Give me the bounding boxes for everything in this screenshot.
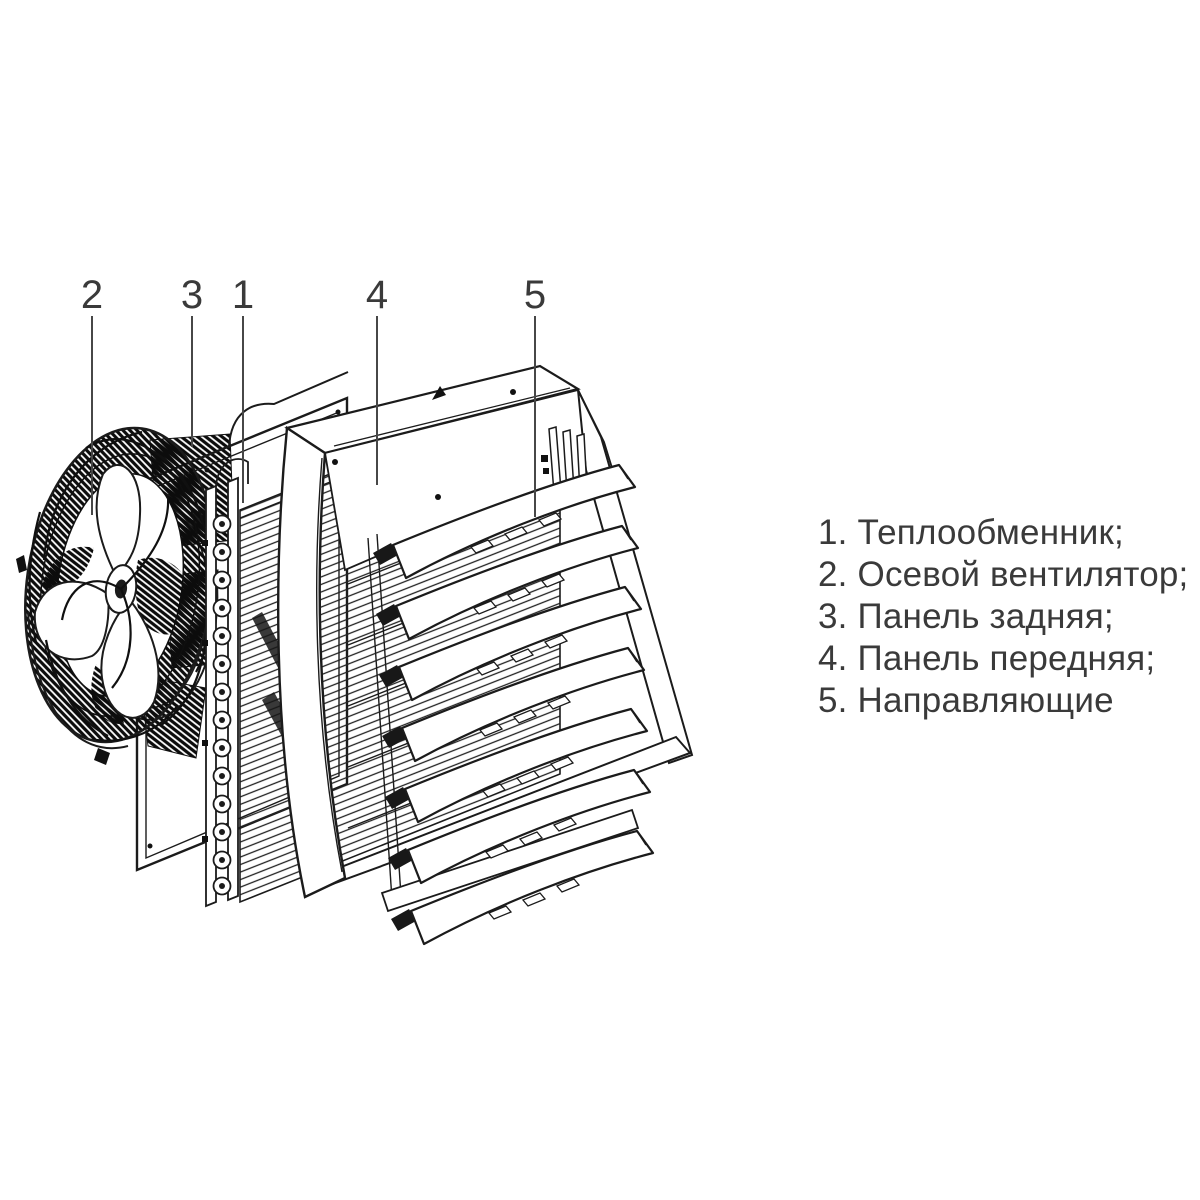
- callout-number-5: 5: [524, 273, 546, 317]
- fan-blades: [33, 464, 160, 719]
- fan-rim: [27, 611, 129, 750]
- screw-dot: [510, 389, 516, 395]
- legend-item-5: 5. Направляющие: [818, 681, 1114, 720]
- legend-item-3: 3. Панель задняя;: [818, 597, 1114, 636]
- front-panel-right-edge: [577, 389, 694, 765]
- callout-numbers: 2 3 1 4 5: [81, 273, 546, 317]
- legend-item-2: 2. Осевой вентилятор;: [818, 555, 1189, 594]
- callout-leader-lines: [91, 316, 536, 517]
- fan-mount-tab: [16, 555, 27, 573]
- screw-dot: [435, 494, 441, 500]
- screw-dot: [204, 467, 210, 473]
- callout-number-2: 2: [81, 273, 103, 317]
- rear-frame-corner: [215, 371, 349, 487]
- legend: 1. Теплообменник; 2. Осевой вентилятор; …: [818, 512, 1189, 722]
- callout-number-1: 1: [232, 273, 254, 317]
- axial-fan: [16, 426, 216, 765]
- fan-mount-tab: [94, 748, 110, 765]
- screw-dot: [147, 843, 153, 849]
- legend-item-1: 1. Теплообменник;: [818, 513, 1124, 552]
- legend-item-4: 4. Панель передняя;: [818, 639, 1156, 678]
- screw-dot: [335, 409, 341, 415]
- screw-dot: [332, 459, 338, 465]
- alignment-triangle: [432, 386, 446, 400]
- callout-number-3: 3: [181, 273, 203, 317]
- bottom-tray: [380, 808, 640, 913]
- callout-number-4: 4: [366, 273, 388, 317]
